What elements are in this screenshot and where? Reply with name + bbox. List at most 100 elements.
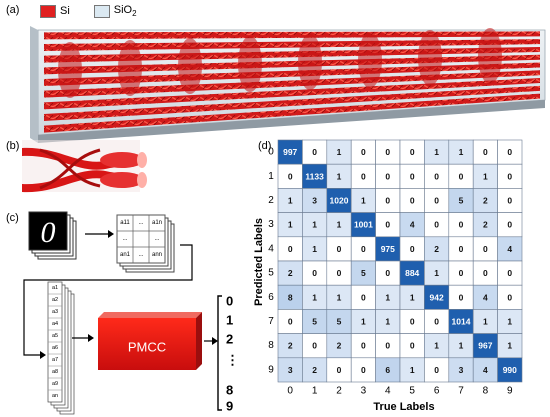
cm-cell: [375, 309, 401, 334]
digit-zero: 0: [41, 216, 56, 249]
matrix-cell-label: an1: [120, 252, 131, 258]
output-label: 1: [226, 313, 233, 328]
y-tick-label: 3: [268, 219, 274, 230]
cm-cell: [497, 284, 523, 310]
si-swatch: [40, 4, 56, 18]
cm-value: 6: [385, 365, 390, 375]
cm-cell: [350, 139, 376, 165]
cm-cell: [277, 212, 303, 238]
cm-cell: [497, 357, 523, 383]
cm-value: 1: [337, 147, 342, 157]
cm-value: 1: [434, 341, 439, 351]
cm-value: 3: [312, 196, 317, 206]
vector-cell-label: a2: [52, 297, 58, 303]
cm-value: 0: [312, 147, 317, 157]
cm-cell: [399, 333, 425, 359]
x-tick-label: 4: [385, 386, 391, 397]
cm-value: 0: [385, 268, 390, 278]
cm-value: 1: [312, 220, 317, 230]
cm-cell: [497, 333, 523, 359]
matrix-cell-label: ann: [152, 252, 162, 258]
matrix-cell: [116, 230, 134, 248]
cm-value: 1: [288, 220, 293, 230]
cm-value: 0: [361, 244, 366, 254]
cm-value: 0: [410, 147, 415, 157]
vector-cell-label: a4: [52, 321, 58, 327]
y-axis-label: Predicted Labels: [253, 218, 265, 306]
cm-value: 2: [337, 341, 342, 351]
cm-value: 942: [430, 292, 444, 302]
y-tick-label: 8: [268, 340, 274, 351]
pmcc-label: PMCC: [128, 340, 166, 355]
cm-value: 0: [337, 365, 342, 375]
cm-cell: [277, 188, 303, 213]
cm-cell: [424, 333, 450, 359]
y-tick-label: 9: [268, 364, 274, 375]
cm-cell: [375, 139, 401, 165]
cm-cell: [350, 236, 376, 262]
vector-cell-label: a1: [52, 285, 58, 291]
cm-value: 1: [434, 268, 439, 278]
cm-cell: [448, 236, 474, 262]
matrix-cell: [148, 230, 166, 248]
cm-cell: [375, 260, 401, 286]
cm-value: 1: [361, 317, 366, 327]
cm-value: 0: [361, 365, 366, 375]
cm-value: 0: [361, 341, 366, 351]
output-label: 0: [226, 294, 233, 309]
waveguide: [44, 46, 540, 63]
cm-value: 1: [507, 341, 512, 351]
x-tick-label: 9: [507, 386, 513, 397]
x-tick-label: 2: [336, 386, 342, 397]
y-tick-label: 5: [268, 268, 274, 279]
cm-cell: [472, 260, 498, 286]
cm-value: 1133: [305, 171, 324, 181]
cm-cell: [302, 357, 328, 383]
cm-cell: [375, 212, 401, 238]
cm-cell: [472, 309, 498, 334]
vector-cell-label: a9: [52, 381, 58, 387]
cm-value: 2: [288, 268, 293, 278]
waveguide: [44, 70, 540, 98]
cm-value: 0: [288, 244, 293, 254]
cm-cell: [326, 188, 352, 213]
cm-value: 0: [434, 220, 439, 230]
cm-cell: [424, 139, 450, 165]
matrix-cell: [148, 246, 166, 264]
coupler-region: [58, 42, 82, 98]
cm-cell: [424, 357, 450, 383]
pmcc-box: [98, 312, 202, 370]
cm-cell: [375, 333, 401, 359]
cm-cell: [375, 357, 401, 383]
waveguide: [44, 78, 540, 110]
cm-cell: [472, 188, 498, 213]
cm-cell: [472, 212, 498, 238]
cm-value: 1: [410, 365, 415, 375]
legend-label-sio2: SiO2: [113, 4, 137, 19]
cm-cell: [326, 139, 352, 165]
cm-value: 0: [410, 341, 415, 351]
cm-cell: [448, 163, 474, 189]
matrix-cells: a11...a1n......an1...ann: [116, 214, 166, 264]
cm-value: 0: [288, 171, 293, 181]
x-tick-label: 3: [361, 386, 367, 397]
cm-cell: [399, 163, 425, 189]
cm-value: 884: [405, 268, 419, 278]
cm-value: 2: [312, 365, 317, 375]
cm-cell: [302, 309, 328, 334]
cm-value: 0: [288, 317, 293, 327]
cm-cell: [448, 139, 474, 165]
output-label: 2: [226, 332, 233, 347]
cm-value: 0: [410, 196, 415, 206]
cm-value: 8: [288, 292, 293, 302]
y-tick-label: 4: [268, 243, 274, 254]
cm-cell: [277, 309, 303, 334]
cm-value: 0: [410, 317, 415, 327]
cm-value: 1: [483, 171, 488, 181]
x-tick-label: 6: [434, 386, 440, 397]
cm-value: 1020: [330, 196, 349, 206]
waveguide: [44, 54, 540, 75]
cm-value: 5: [459, 196, 464, 206]
y-tick-label: 6: [268, 292, 274, 303]
